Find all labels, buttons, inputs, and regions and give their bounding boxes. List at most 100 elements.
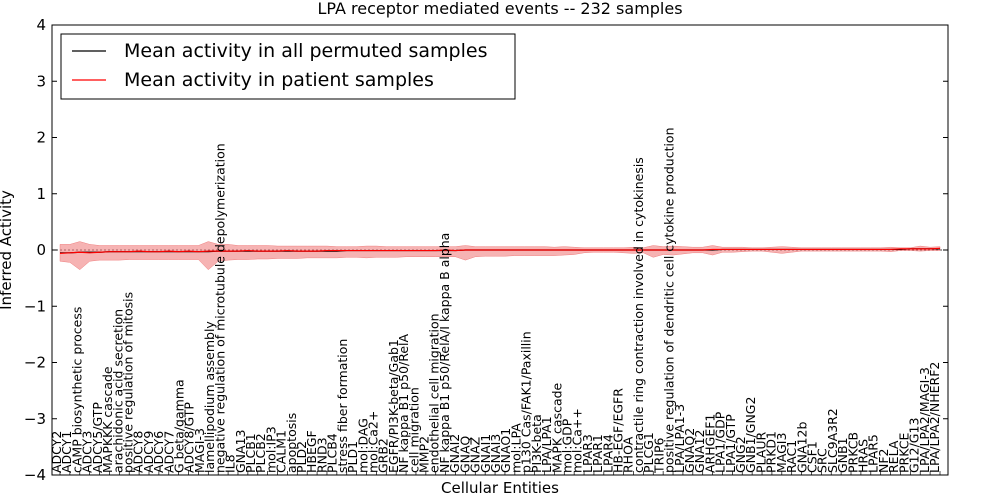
x-tick-label: ADCY8/GTP <box>182 402 197 473</box>
x-tick-label: mol:DAG <box>355 418 370 473</box>
x-tick-label: IL8 <box>223 454 238 473</box>
x-tick-label: GNG2 <box>733 436 748 473</box>
x-tick-label: endothelial cell migration <box>427 313 442 473</box>
x-tick-label: apoptosis <box>284 413 299 473</box>
x-tick-label: PLD2 <box>294 441 309 473</box>
x-tick-label: MAPKKK cascade <box>100 366 115 473</box>
x-tick-label: LPA/LPA1-3 <box>672 404 687 473</box>
x-tick-label: GNA12b <box>794 422 809 473</box>
x-tick-label: arachidonic acid secretion <box>110 309 125 473</box>
x-tick-label: MAGI3 <box>774 433 789 473</box>
x-tick-label: PRKD1 <box>764 431 779 473</box>
x-tick-label: LPAR1 <box>590 434 605 473</box>
y-tick-label: −1 <box>24 297 46 315</box>
x-tick-label: MAPK cascade <box>549 382 564 473</box>
x-tick-label: PLCG1 <box>641 432 656 473</box>
x-tick-label: G12/G13 <box>907 418 922 473</box>
x-tick-label: NF kappa B1 p50/RelA <box>396 333 411 473</box>
x-tick-label: GNAO1 <box>498 428 513 473</box>
y-tick-label: −3 <box>24 410 46 428</box>
y-tick-label: −2 <box>24 354 46 372</box>
x-tick-label: RHOA <box>621 436 636 473</box>
x-tick-label: LPA1/GDP <box>713 411 728 473</box>
x-tick-label: p130 Cas/FAK1/Paxillin <box>519 331 534 473</box>
x-tick-label: LPA/LPA2/MAGI-3 <box>917 367 932 473</box>
x-tick-label: ADCY9 <box>141 431 156 473</box>
x-tick-label: SLC9A3R2 <box>825 408 840 473</box>
x-axis-label: Cellular Entities <box>441 479 559 497</box>
x-tick-label: HRAS <box>856 439 871 473</box>
x-tick-label: ARHGEF1 <box>702 414 717 473</box>
x-tick-label: SRC <box>815 448 830 473</box>
x-tick-label: cAMP biosynthetic process <box>69 307 84 473</box>
legend-box <box>60 33 516 100</box>
x-tick-label: mol:LPA <box>508 423 523 473</box>
x-tick-label: PI3K-beta <box>529 414 544 473</box>
legend-label-patient: Mean activity in patient samples <box>124 69 434 91</box>
x-tick-label: ADCY5/GTP <box>90 402 105 473</box>
x-tick-label: MAGI-3 <box>192 428 207 473</box>
x-tick-label: PLCB4 <box>325 433 340 473</box>
x-tick-label: RELA <box>886 440 901 473</box>
x-tick-label: mol:Ca++ <box>570 408 585 473</box>
y-tick-label: 4 <box>36 16 46 34</box>
x-tick-label: GNAI3 <box>488 434 503 473</box>
x-tick-label: contractile ring contraction involved in… <box>631 157 646 473</box>
x-tick-label: PRKCE <box>896 433 911 473</box>
x-tick-label: GNB1/GNG2 <box>743 397 758 473</box>
x-tick-label: NF2 <box>876 448 891 473</box>
x-tick-label: HB-EGF/EGFR <box>611 388 626 473</box>
x-tick-label: ADCY7 <box>161 431 176 473</box>
x-tick-label: PRKCB <box>845 432 860 473</box>
x-tick-label: LPAR4 <box>600 434 615 473</box>
x-tick-label: GNA12 <box>692 430 707 474</box>
x-tick-label: GNAI2 <box>447 434 462 473</box>
x-tick-label: cell migration <box>406 387 421 473</box>
x-tick-label: LPAR3 <box>580 434 595 473</box>
x-tick-label: PLCB1 <box>243 433 258 473</box>
x-tick-label: GRB2 <box>376 438 391 473</box>
x-tick-label: ADCY2 <box>49 431 64 473</box>
x-tick-label: GNAQ <box>457 436 472 473</box>
x-tick-label: mol:IP3 <box>263 426 278 473</box>
x-tick-label: CSF1 <box>804 441 819 473</box>
x-tick-label: ADCY1 <box>59 431 74 473</box>
x-tick-label: LPA/LPA1 <box>539 416 554 473</box>
x-tick-label: GNAI1 <box>478 434 493 473</box>
x-tick-label: PLAUR <box>753 432 768 473</box>
x-tick-label: negative regulation of microtubule depol… <box>212 143 227 473</box>
x-tick-label: GNAQ2 <box>682 428 697 473</box>
x-tick-label: CALM1 <box>274 430 289 473</box>
x-tick-label: MMP2 <box>417 436 432 473</box>
x-tick-label: LPA/LPA2/NHERF2 <box>927 362 942 473</box>
x-tick-label: GNA13 <box>233 430 248 474</box>
x-tick-label: TRIP6 <box>651 437 666 474</box>
x-tick-label: PLD1 <box>345 441 360 473</box>
x-tick-label: ADCY6 <box>151 431 166 473</box>
x-tick-label: GNB1 <box>835 437 850 473</box>
x-tick-label: positive regulation of dendritic cell cy… <box>662 127 677 473</box>
x-tick-label: LPAR5 <box>866 434 881 473</box>
x-tick-label: ADCY3 <box>80 431 95 473</box>
x-tick-label: GNAZ <box>468 437 483 473</box>
x-tick-label: PLCB2 <box>253 433 268 473</box>
series-line-patient <box>59 247 941 254</box>
patient-activity-band <box>59 241 941 271</box>
x-tick-label: lamellipodium assembly <box>202 321 217 473</box>
x-tick-label: stress fiber formation <box>335 339 350 473</box>
y-tick-label: −4 <box>24 466 46 484</box>
legend-label-permuted: Mean activity in all permuted samples <box>124 40 487 62</box>
x-tick-label: ADCY8 <box>131 431 146 473</box>
y-tick-label: 0 <box>36 241 46 259</box>
y-axis-label: Inferred Activity <box>0 190 15 310</box>
x-tick-label: mol:Ca2+ <box>365 411 380 473</box>
legend: Mean activity in all permuted samples Me… <box>60 33 516 100</box>
y-tick-label: 1 <box>36 185 46 203</box>
y-tick-label: 3 <box>36 72 46 90</box>
x-tick-label: G beta/gamma <box>172 379 187 473</box>
x-tick-label: positive regulation of mitosis <box>120 292 135 473</box>
x-tick-label: HBEGF <box>304 430 319 473</box>
x-tick-label: RND3 <box>314 437 329 473</box>
